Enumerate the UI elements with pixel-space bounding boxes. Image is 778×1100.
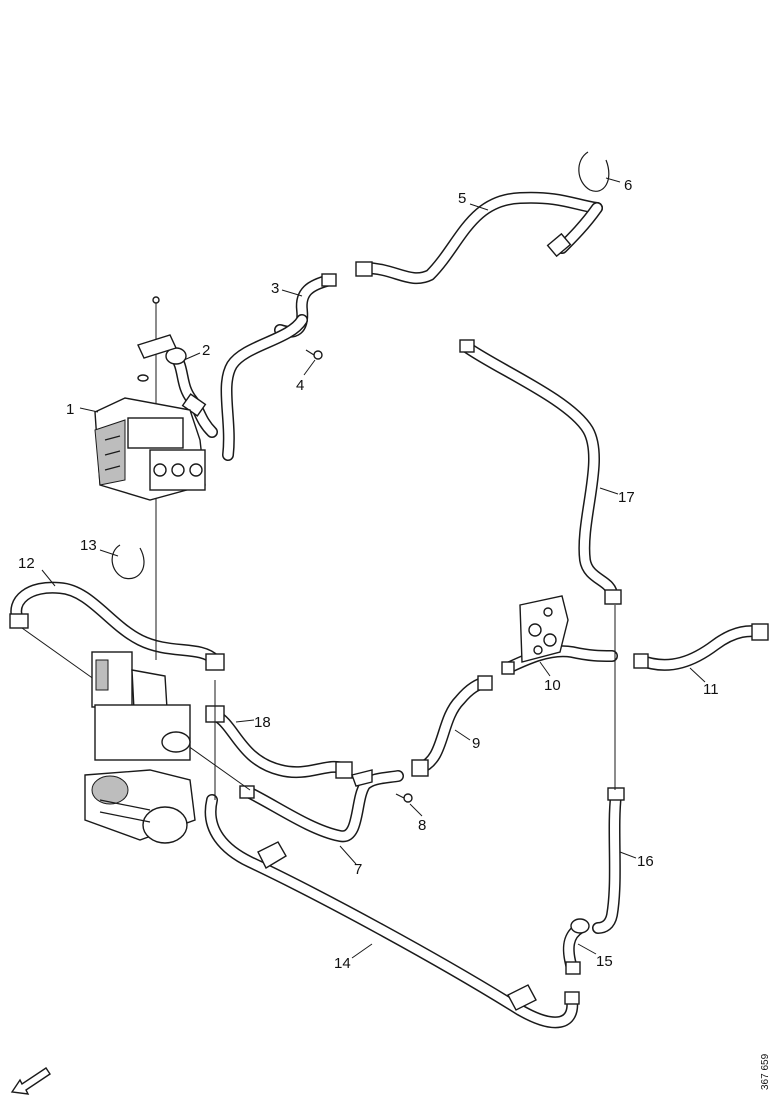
pump-valve-assembly bbox=[84, 651, 196, 844]
bracket-top bbox=[137, 296, 177, 382]
hose-5 bbox=[355, 191, 603, 285]
callout-18: 18 bbox=[254, 714, 271, 731]
callout-5: 5 bbox=[458, 190, 466, 207]
hose-11 bbox=[633, 623, 769, 671]
hose-2 bbox=[165, 347, 218, 438]
hose-15 bbox=[562, 918, 590, 975]
leader-lines bbox=[41, 177, 706, 959]
callout-3: 3 bbox=[271, 280, 279, 297]
callout-13: 13 bbox=[80, 537, 97, 554]
hose-18 bbox=[205, 705, 353, 779]
mounting-plate bbox=[519, 595, 569, 663]
screw-8 bbox=[395, 793, 413, 803]
clamp-6 bbox=[578, 151, 610, 192]
callout-4: 4 bbox=[296, 377, 304, 394]
callout-11: 11 bbox=[703, 681, 719, 698]
callout-2: 2 bbox=[202, 342, 210, 359]
callout-16: 16 bbox=[637, 853, 654, 870]
callout-8: 8 bbox=[418, 817, 426, 834]
callout-14: 14 bbox=[334, 955, 351, 972]
screw-4 bbox=[305, 349, 323, 360]
callout-6: 6 bbox=[624, 177, 632, 194]
pipe-10 bbox=[501, 645, 618, 675]
heater-unit-1 bbox=[94, 397, 206, 501]
reference-code: 367 659 bbox=[760, 1053, 771, 1090]
hose-9 bbox=[411, 675, 493, 777]
hose-12 bbox=[9, 581, 225, 671]
hose-17 bbox=[459, 339, 622, 605]
pipe-14 bbox=[204, 794, 580, 1029]
callout-1: 1 bbox=[66, 401, 74, 418]
callout-7: 7 bbox=[354, 861, 362, 878]
callout-17: 17 bbox=[618, 489, 635, 506]
callout-9: 9 bbox=[472, 735, 480, 752]
callout-12: 12 bbox=[18, 555, 35, 572]
pipe-7 bbox=[239, 769, 404, 843]
callout-10: 10 bbox=[544, 677, 561, 694]
pipe-16 bbox=[592, 787, 625, 934]
callout-15: 15 bbox=[596, 953, 613, 970]
clamp-13 bbox=[111, 544, 145, 580]
hose-3 bbox=[220, 273, 337, 461]
arrow-down-left-icon bbox=[10, 1067, 51, 1095]
